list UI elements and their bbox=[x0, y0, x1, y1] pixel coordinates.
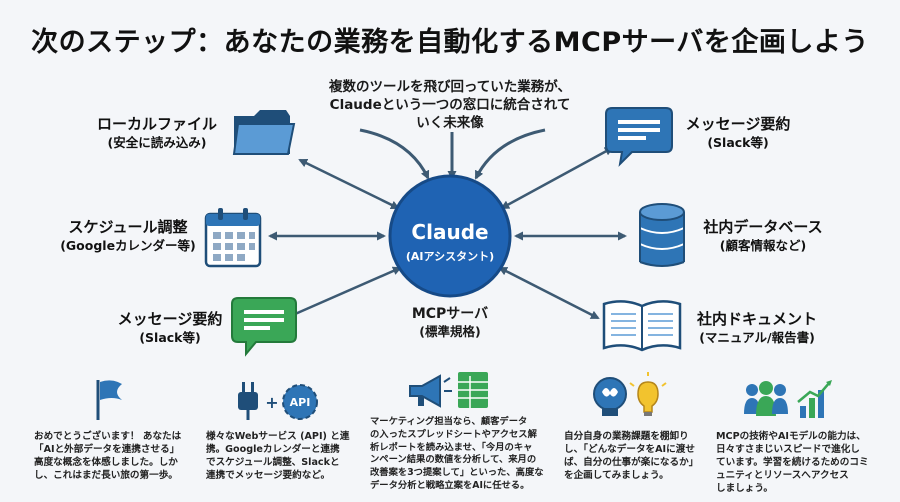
api-label: API bbox=[290, 396, 311, 409]
node-subtitle: (マニュアル/報告書) bbox=[699, 330, 815, 345]
node-local-file: ローカルファイル (安全に読み込み) bbox=[92, 115, 222, 151]
center-note-line: Claudeという一つの窓口に統合されて bbox=[329, 97, 571, 113]
step-line: し、これはまだ長い旅の第一歩。 bbox=[34, 470, 178, 481]
node-title: メッセージ要約 bbox=[117, 310, 223, 328]
flag-icon bbox=[96, 380, 122, 420]
chat-bubble-icon bbox=[231, 297, 297, 357]
center-note-line: 複数のツールを飛び回っていた業務が、 bbox=[328, 79, 572, 95]
hub-title: Claude bbox=[411, 220, 488, 244]
node-title: 社内データベース bbox=[703, 218, 823, 236]
step-api: 様々なWebサービス (API) と連 携。Googleカレンダーと連携 でスケ… bbox=[206, 430, 356, 482]
node-title: スケジュール調整 bbox=[68, 218, 188, 236]
connector-message-left bbox=[284, 266, 402, 320]
step-community: MCPの技術やAIモデルの能力は、 日々すさまじいスピードで進化し ています。学… bbox=[716, 430, 886, 495]
node-message-right: メッセージ要約 (Slack等) bbox=[678, 115, 798, 151]
step-marketing: マーケティング担当なら、顧客データ の入ったスプレッドシートやアクセス解 析レポ… bbox=[370, 416, 560, 493]
step-line: マーケティング担当なら、顧客データ bbox=[370, 416, 528, 427]
node-subtitle: (安全に読み込み) bbox=[107, 135, 207, 150]
step-line: ば、自分の仕事が楽になるか」 bbox=[564, 457, 699, 468]
megaphone-spreadsheet-icon bbox=[409, 372, 488, 408]
plus-sign: + bbox=[265, 393, 278, 412]
connector-message-right bbox=[500, 146, 614, 210]
node-subtitle: (Googleカレンダー等) bbox=[60, 238, 196, 253]
step-line: 析レポートを読み込ませ、「今月のキャ bbox=[370, 441, 533, 453]
step-line: 携。Googleカレンダーと連携 bbox=[206, 444, 340, 455]
page-title: 次のステップ：あなたの業務を自動化するMCPサーバを企画しよう bbox=[31, 27, 869, 58]
step-line: し、「どんなデータをAIに渡せ bbox=[564, 444, 695, 455]
step-line: ンペーン結果の数値を分析して、来月の bbox=[370, 454, 537, 466]
step-line: 改善案を3つ提案して」といった、高度な bbox=[370, 467, 544, 479]
center-note-line: いく未来像 bbox=[416, 115, 484, 131]
step-line: 連携でメッセージ要約など。 bbox=[206, 470, 331, 481]
book-icon bbox=[602, 300, 682, 352]
step-line: 「AIと外部データを連携させる」 bbox=[34, 444, 180, 455]
center-note: 複数のツールを飛び回っていた業務が、 Claudeという一つの窓口に統合されて … bbox=[300, 78, 600, 132]
step-line: MCPの技術やAIモデルの能力は、 bbox=[716, 431, 866, 442]
mcp-server-label: MCPサーバ (標準規格) bbox=[390, 305, 510, 340]
step-line: の入ったスプレッドシートやアクセス解 bbox=[370, 428, 537, 440]
step-line: ュニティとリソースへアクセス bbox=[716, 470, 849, 481]
hub-subtitle: (AIアシスタント) bbox=[406, 250, 494, 263]
step-line: 高度な概念を体感しました。しか bbox=[34, 457, 178, 468]
step-line: しましょう。 bbox=[716, 483, 773, 494]
incoming-arrow bbox=[359, 128, 430, 180]
node-title: ローカルファイル bbox=[96, 115, 217, 133]
folder-icon bbox=[232, 110, 296, 155]
calendar-icon bbox=[204, 208, 262, 268]
node-title: 社内ドキュメント bbox=[696, 310, 817, 328]
step-line: 様々なWebサービス (API) と連 bbox=[206, 431, 350, 442]
plug-api-icon: + API bbox=[238, 382, 318, 420]
node-database: 社内データベース (顧客情報など) bbox=[698, 218, 828, 254]
brain-lightbulb-icon bbox=[593, 372, 667, 416]
claude-hub bbox=[388, 174, 512, 298]
mcp-title: MCPサーバ bbox=[411, 306, 489, 322]
node-title: メッセージ要約 bbox=[685, 115, 791, 133]
incoming-arrow bbox=[474, 128, 546, 180]
step-line: データ分析と戦略立案をAIに任せる。 bbox=[370, 479, 530, 491]
step-line: でスケジュール調整、Slackと bbox=[206, 457, 340, 468]
node-subtitle: (顧客情報など) bbox=[719, 238, 807, 253]
node-schedule: スケジュール調整 (Googleカレンダー等) bbox=[58, 218, 198, 254]
connector-documents bbox=[498, 266, 600, 320]
node-subtitle: (Slack等) bbox=[707, 135, 769, 150]
community-growth-icon bbox=[744, 380, 832, 418]
node-message-left: メッセージ要約 (Slack等) bbox=[110, 310, 230, 346]
step-inventory: 自分自身の業務課題を棚卸り し、「どんなデータをAIに渡せ ば、自分の仕事が楽に… bbox=[564, 430, 714, 482]
database-icon bbox=[639, 203, 685, 267]
mcp-subtitle: (標準規格) bbox=[419, 324, 481, 339]
node-documents: 社内ドキュメント (マニュアル/報告書) bbox=[692, 310, 822, 346]
step-line: を企画してみましょう。 bbox=[564, 470, 669, 481]
step-line: おめでとうございます！ あなたは bbox=[34, 431, 182, 442]
chat-bubble-icon bbox=[605, 107, 673, 167]
step-line: 日々すさまじいスピードで進化し bbox=[716, 444, 860, 455]
step-line: ています。学習を続けるためのコミ bbox=[716, 457, 869, 468]
node-subtitle: (Slack等) bbox=[139, 330, 201, 345]
step-line: 自分自身の業務課題を棚卸り bbox=[564, 431, 689, 442]
connector-local-file bbox=[298, 158, 400, 210]
step-congrats: おめでとうございます！ あなたは 「AIと外部データを連携させる」 高度な概念を… bbox=[34, 430, 184, 482]
